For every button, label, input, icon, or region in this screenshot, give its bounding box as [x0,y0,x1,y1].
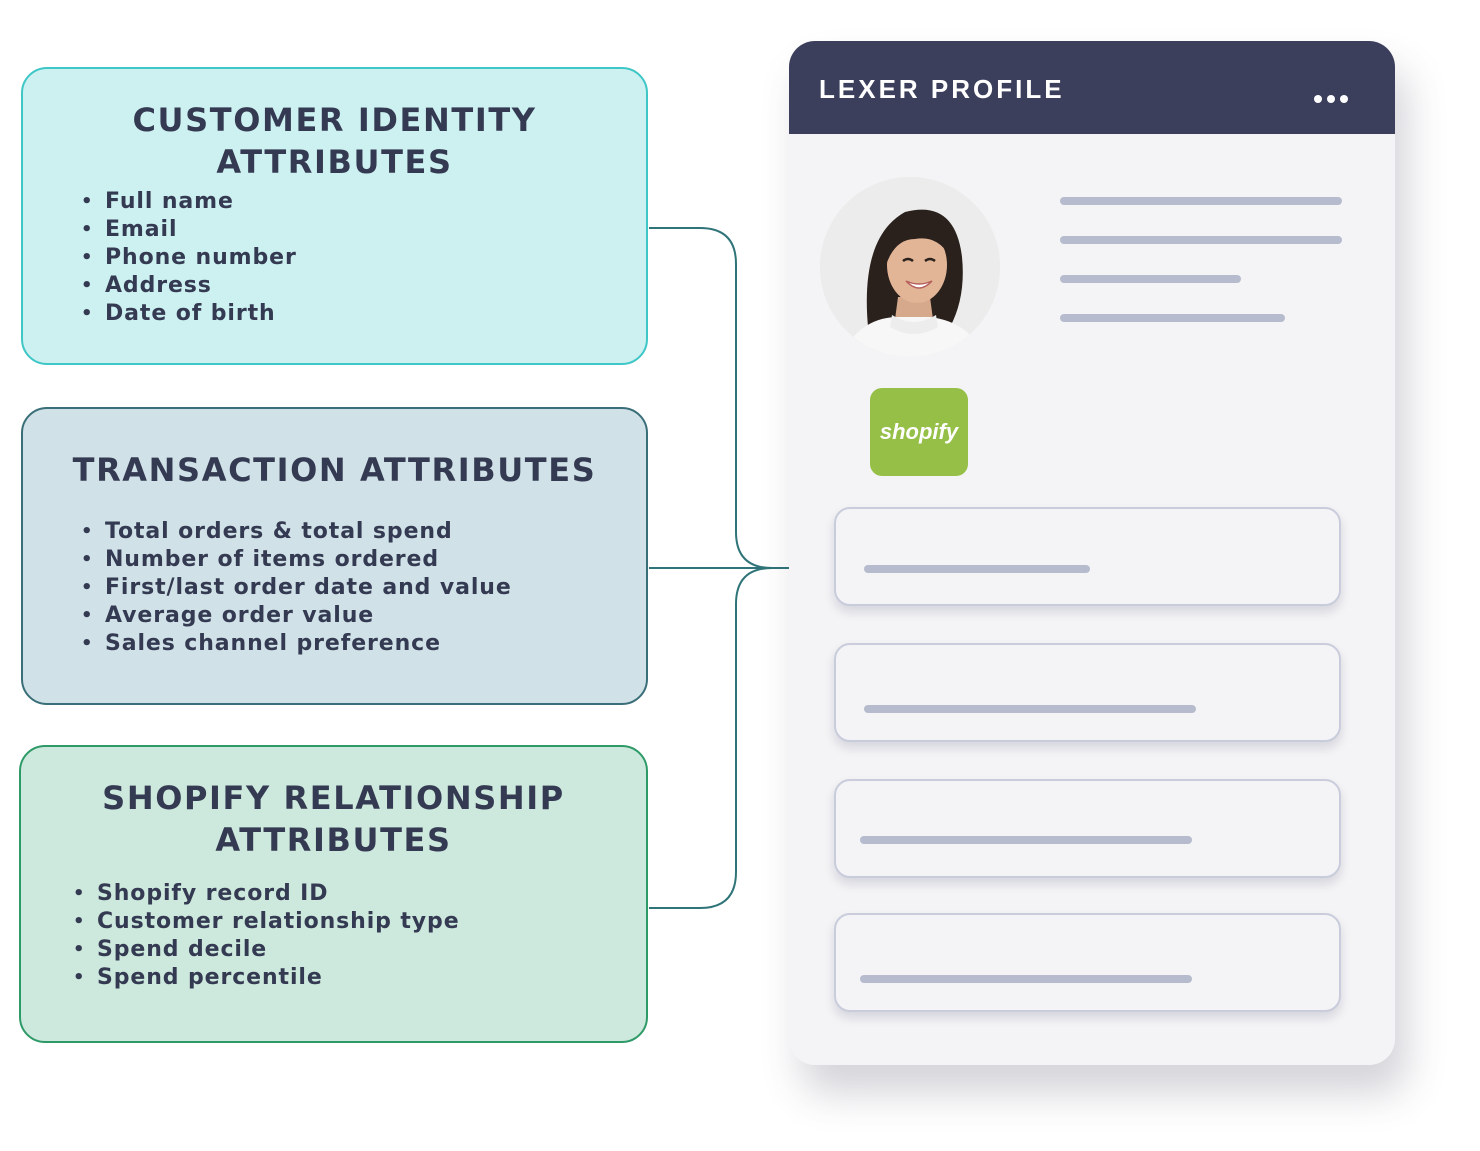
list-item: First/last order date and value [81,574,512,602]
profile-header: LEXER PROFILE [789,41,1395,134]
list-item: Email [81,216,297,244]
transaction-attributes-box: TRANSACTION ATTRIBUTES Total orders & to… [21,407,648,705]
list-item: Number of items ordered [81,546,512,574]
placeholder-line [860,975,1192,983]
placeholder-line [864,705,1196,713]
list-item: Spend percentile [73,964,460,992]
placeholder-line [860,836,1192,844]
shopify-relationship-list: Shopify record ID Customer relationship … [73,880,460,992]
profile-title: LEXER PROFILE [819,74,1065,104]
placeholder-line [1060,236,1342,244]
profile-field [834,507,1341,606]
list-item: Date of birth [81,300,297,328]
list-item: Shopify record ID [73,880,460,908]
list-item: Address [81,272,297,300]
avatar [820,177,1000,357]
placeholder-line [1060,275,1241,283]
list-item: Sales channel preference [81,630,512,658]
lexer-profile-card: LEXER PROFILE shopify [789,41,1395,1065]
list-item: Average order value [81,602,512,630]
customer-identity-list: Full name Email Phone number Address Dat… [81,188,297,328]
placeholder-line [1060,197,1342,205]
list-item: Phone number [81,244,297,272]
transaction-attributes-title: TRANSACTION ATTRIBUTES [72,451,597,489]
more-horizontal-icon[interactable] [1314,88,1353,107]
profile-field [834,779,1341,878]
transaction-attributes-list: Total orders & total spend Number of ite… [81,518,512,658]
list-item: Customer relationship type [73,908,460,936]
shopify-logo: shopify [870,388,968,476]
profile-field [834,913,1341,1012]
list-item: Total orders & total spend [81,518,512,546]
placeholder-line [1060,314,1285,322]
list-item: Full name [81,188,297,216]
profile-field [834,643,1341,742]
placeholder-line [864,565,1090,573]
list-item: Spend decile [73,936,460,964]
